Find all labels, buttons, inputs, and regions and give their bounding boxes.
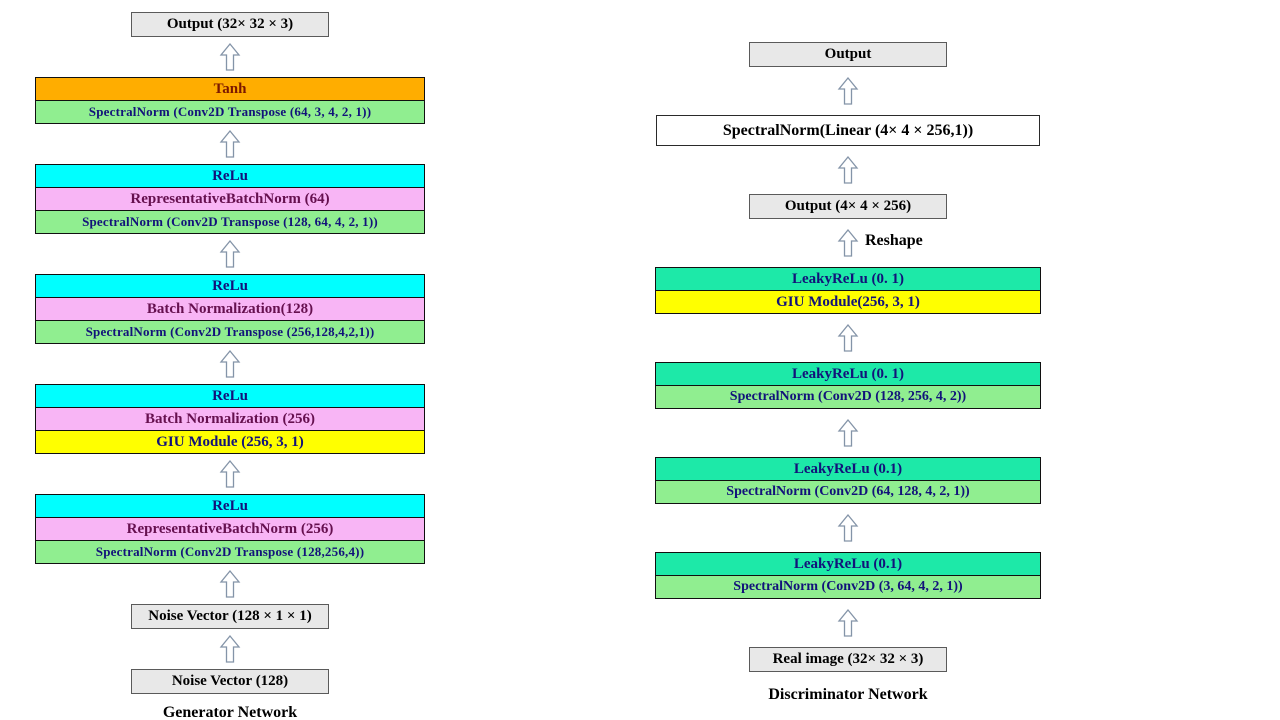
up-arrow-icon — [219, 635, 241, 663]
layer-row: ReLu — [36, 385, 424, 407]
layer-block: LeakyReLu (0.1)SpectralNorm (Conv2D (3, … — [655, 552, 1041, 599]
layer-row: ReLu — [36, 165, 424, 187]
flow-arrow — [219, 130, 241, 158]
layer-row: GIU Module(256, 3, 1) — [656, 290, 1040, 313]
up-arrow-icon — [219, 350, 241, 378]
flow-arrow — [219, 43, 241, 71]
up-arrow-icon — [219, 130, 241, 158]
up-arrow-icon — [837, 609, 859, 637]
layer-row: RepresentativeBatchNorm (64) — [36, 187, 424, 210]
flow-arrow — [837, 156, 859, 184]
layer-row: SpectralNorm (Conv2D (3, 64, 4, 2, 1)) — [656, 575, 1040, 598]
layer-row: SpectralNorm (Conv2D Transpose (128,256,… — [36, 540, 424, 563]
layer-row: SpectralNorm (Conv2D Transpose (64, 3, 4… — [36, 100, 424, 123]
up-arrow-icon — [219, 570, 241, 598]
up-arrow-icon — [837, 324, 859, 352]
layer-row: SpectralNorm (Conv2D (64, 128, 4, 2, 1)) — [656, 480, 1040, 503]
linear-layer-box: SpectralNorm(Linear (4× 4 × 256,1)) — [656, 115, 1040, 146]
layer-row: SpectralNorm (Conv2D Transpose (256,128,… — [36, 320, 424, 343]
layer-row: GIU Module (256, 3, 1) — [36, 430, 424, 453]
layer-row: LeakyReLu (0.1) — [656, 458, 1040, 480]
layer-block: LeakyReLu (0.1)SpectralNorm (Conv2D (64,… — [655, 457, 1041, 504]
layer-row: ReLu — [36, 495, 424, 517]
io-box: Output — [749, 42, 947, 67]
flow-arrow — [219, 350, 241, 378]
flow-arrow — [837, 324, 859, 352]
io-box: Output (4× 4 × 256) — [749, 194, 947, 219]
flow-arrow — [219, 570, 241, 598]
layer-row: RepresentativeBatchNorm (256) — [36, 517, 424, 540]
io-box: Real image (32× 32 × 3) — [749, 647, 947, 672]
up-arrow-icon — [837, 156, 859, 184]
layer-row: SpectralNorm (Conv2D (128, 256, 4, 2)) — [656, 385, 1040, 408]
flow-arrow — [837, 419, 859, 447]
up-arrow-icon — [837, 77, 859, 105]
up-arrow-icon — [837, 419, 859, 447]
layer-block: LeakyReLu (0. 1)SpectralNorm (Conv2D (12… — [655, 362, 1041, 409]
layer-row: SpectralNorm (Conv2D Transpose (128, 64,… — [36, 210, 424, 233]
network-caption: Discriminator Network — [768, 686, 928, 703]
up-arrow-icon — [837, 229, 859, 257]
network-caption: Generator Network — [162, 704, 298, 720]
layer-row: LeakyReLu (0. 1) — [656, 363, 1040, 385]
up-arrow-icon — [219, 460, 241, 488]
flow-arrow — [219, 240, 241, 268]
io-box: Noise Vector (128 × 1 × 1) — [131, 604, 329, 629]
layer-row: Batch Normalization(128) — [36, 297, 424, 320]
io-box: Output (32× 32 × 3) — [131, 12, 329, 37]
up-arrow-icon — [219, 240, 241, 268]
flow-arrow — [837, 514, 859, 542]
layer-row: ReLu — [36, 275, 424, 297]
layer-row: Tanh — [36, 78, 424, 100]
flow-arrow: Reshape — [837, 229, 923, 257]
layer-row: LeakyReLu (0.1) — [656, 553, 1040, 575]
io-box: Noise Vector (128) — [131, 669, 329, 694]
flow-arrow — [219, 635, 241, 663]
reshape-label: Reshape — [865, 232, 923, 249]
flow-arrow — [219, 460, 241, 488]
layer-row: Batch Normalization (256) — [36, 407, 424, 430]
flow-arrow — [837, 77, 859, 105]
up-arrow-icon — [219, 43, 241, 71]
up-arrow-icon — [837, 514, 859, 542]
layer-block: LeakyReLu (0. 1)GIU Module(256, 3, 1) — [655, 267, 1041, 314]
layer-row: LeakyReLu (0. 1) — [656, 268, 1040, 290]
flow-arrow — [837, 609, 859, 637]
